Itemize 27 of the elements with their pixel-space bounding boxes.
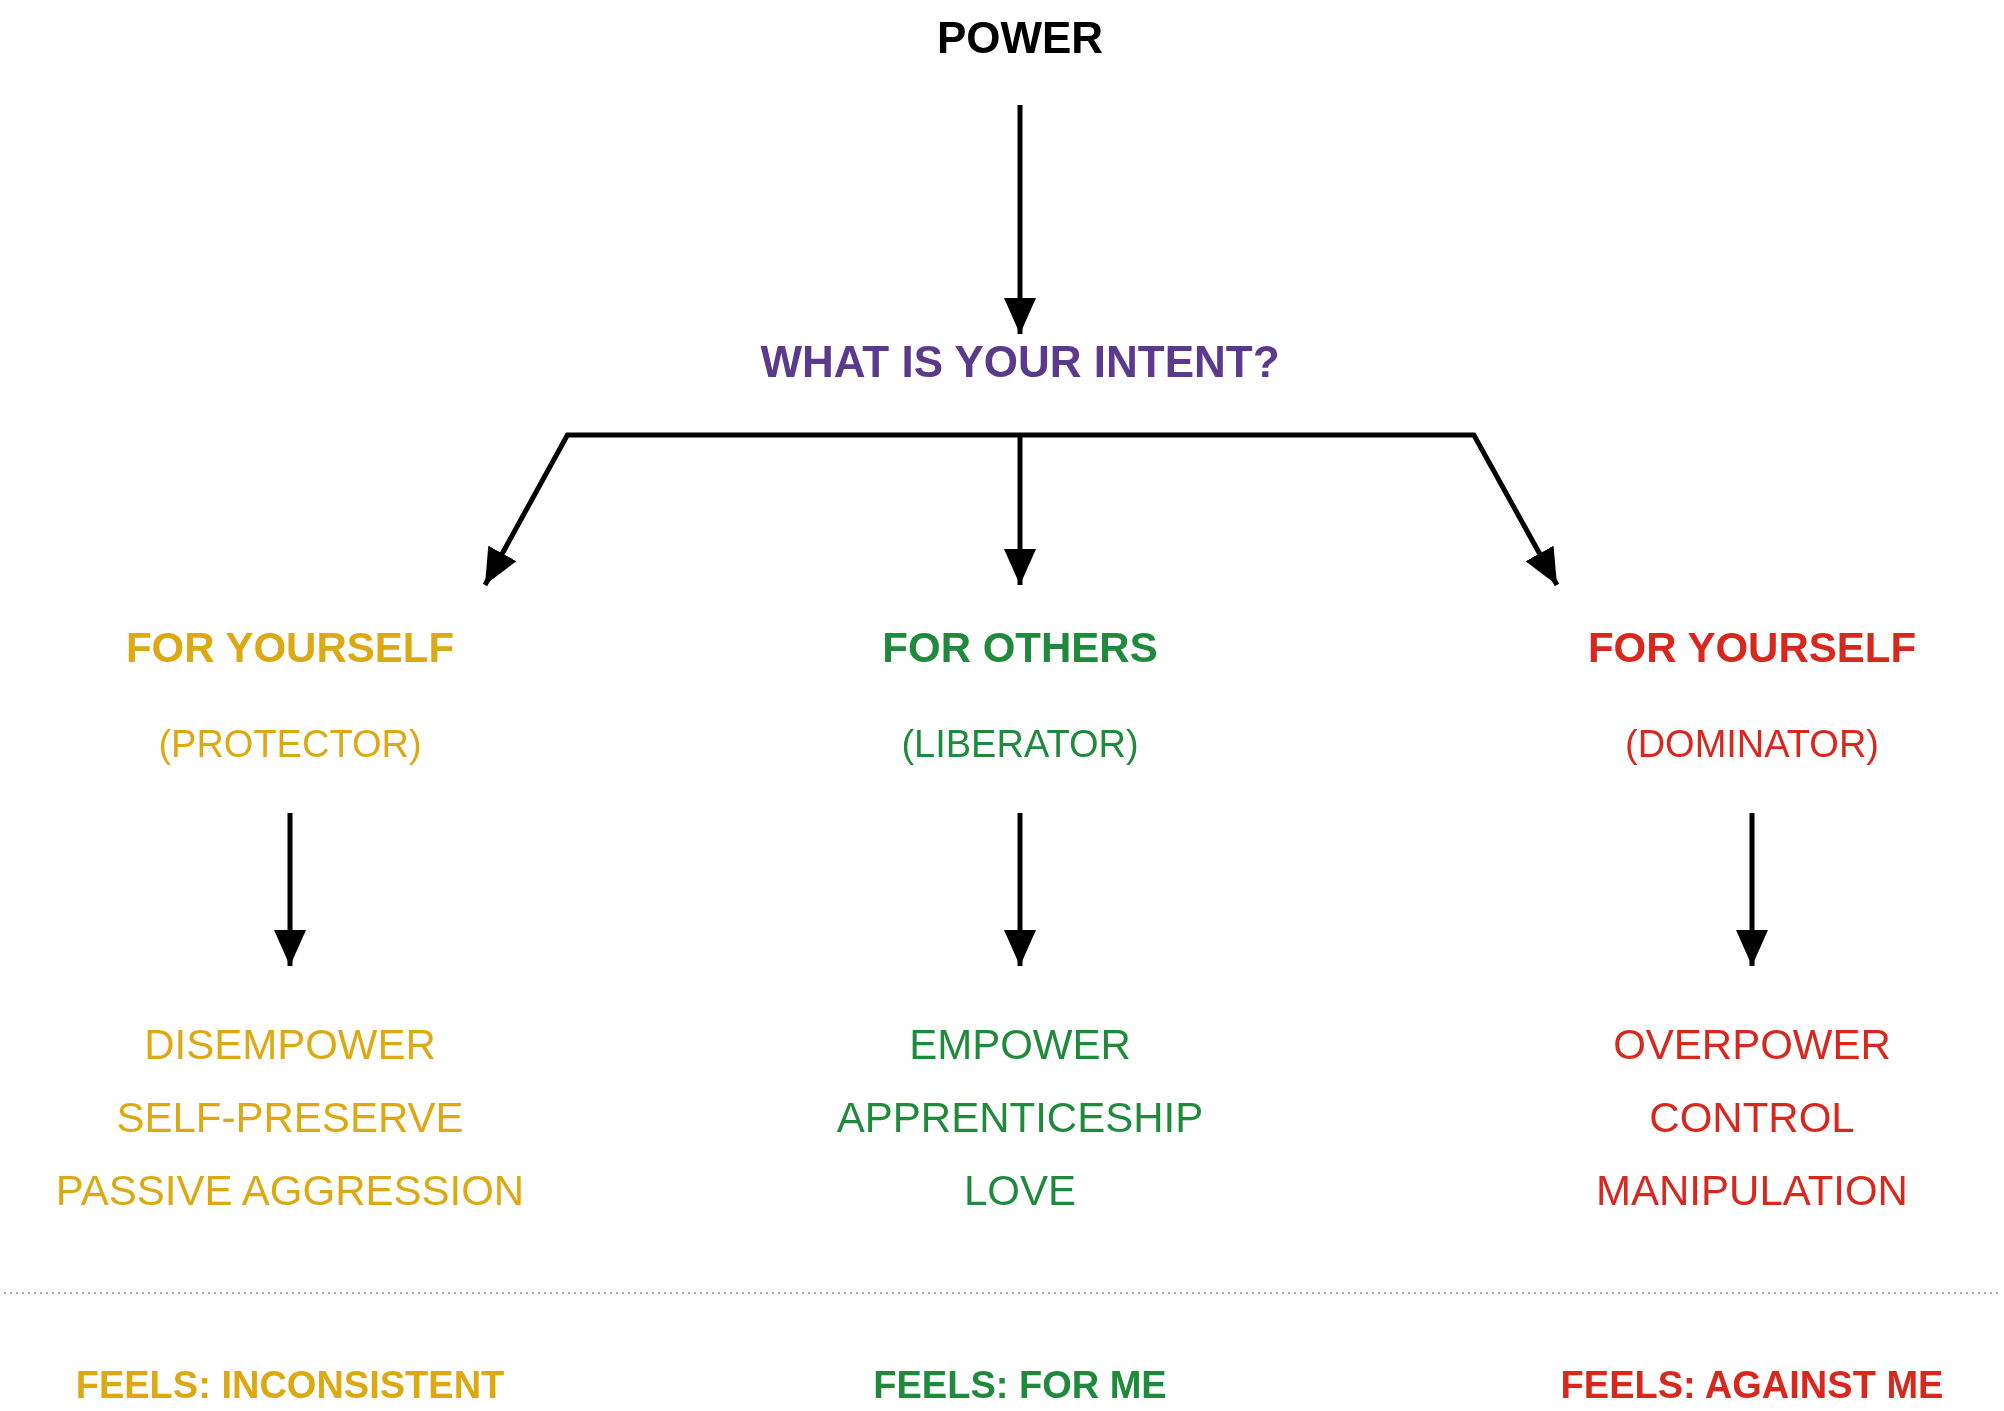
- arrow: [1004, 435, 1036, 585]
- role-text: (LIBERATOR): [901, 722, 1139, 767]
- role-text: (PROTECTOR): [158, 722, 422, 767]
- role-text: (DOMINATOR): [1625, 722, 1879, 767]
- arrow: [482, 432, 1020, 587]
- feeling-label: FEELS: FOR ME: [873, 1363, 1167, 1408]
- behavior-list-item: MANIPULATION: [1596, 1166, 1908, 1216]
- arrow: [1004, 813, 1036, 966]
- feeling-label: FEELS: AGAINST ME: [1560, 1363, 1944, 1408]
- branch-heading: FOR YOURSELF: [1587, 623, 1917, 673]
- behavior-list-item: EMPOWER: [909, 1020, 1131, 1070]
- heading-text: POWER: [936, 12, 1104, 64]
- behavior-list-item: PASSIVE AGGRESSION: [55, 1166, 525, 1216]
- arrow: [274, 813, 306, 966]
- behavior-list-item: DISEMPOWER: [144, 1020, 436, 1070]
- arrow: [1736, 813, 1768, 966]
- behavior-list-item: CONTROL: [1649, 1093, 1855, 1143]
- arrow: [1020, 432, 1560, 587]
- behavior-list-item: SELF-PRESERVE: [116, 1093, 464, 1143]
- behavior-list-item: OVERPOWER: [1613, 1020, 1891, 1070]
- behavior-list-item: LOVE: [963, 1166, 1077, 1216]
- feeling-label: FEELS: INCONSISTENT: [75, 1363, 505, 1408]
- branch-heading: FOR YOURSELF: [125, 623, 455, 673]
- arrow: [1004, 105, 1036, 334]
- behavior-list-item: APPRENTICESHIP: [836, 1093, 1204, 1143]
- heading-text: WHAT IS YOUR INTENT?: [760, 336, 1280, 388]
- branch-heading: FOR OTHERS: [882, 623, 1158, 673]
